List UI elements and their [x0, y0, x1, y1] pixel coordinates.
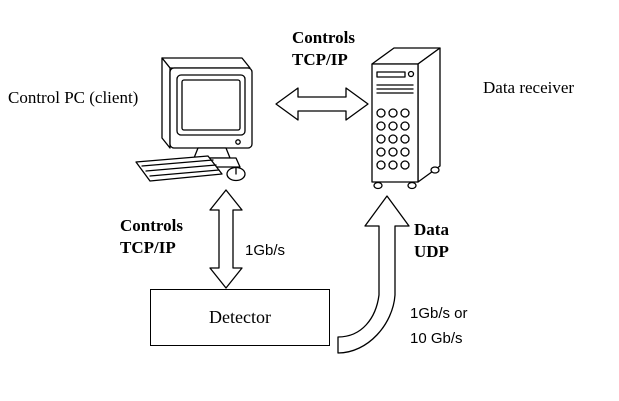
keyboard-row-line: [141, 159, 214, 167]
data-receiver-icon: [371, 47, 441, 190]
rate-line1-text: 1Gb/s or: [410, 305, 468, 322]
data-text: Data: [414, 220, 449, 239]
detector-label: Detector: [209, 307, 271, 327]
pc-detector-connection-label: Controls TCP/IP: [120, 215, 183, 259]
detector-receiver-connection-label: Data UDP: [414, 219, 449, 263]
pc-receiver-arrow-icon: [275, 87, 369, 121]
detector-receiver-rate-label: 1Gb/s or 10 Gb/s: [410, 301, 468, 351]
monitor-screen: [181, 79, 241, 131]
pc-detector-rate-label: 1Gb/s: [245, 242, 286, 259]
monitor-power-button: [235, 139, 241, 145]
tower-keypad: [376, 108, 410, 170]
tower-foot: [407, 181, 417, 190]
keyboard-row-line: [149, 169, 220, 177]
pc-detector-arrow-icon: [209, 189, 243, 289]
control-pc-label: Control PC (client): [8, 88, 139, 107]
controls-text: Controls: [292, 28, 355, 47]
rate-line2-text: 10 Gb/s: [410, 330, 463, 347]
udp-text: UDP: [414, 242, 449, 261]
tower-drive-slot: [376, 71, 406, 78]
tcpip-text: TCP/IP: [120, 238, 176, 257]
monitor-top-face: [161, 57, 251, 69]
tcpip-text: TCP/IP: [292, 50, 348, 69]
tower-side-face: [417, 47, 441, 183]
pc-receiver-connection-label: Controls TCP/IP: [292, 27, 355, 71]
data-receiver-label: Data receiver: [483, 78, 575, 97]
tower-foot: [373, 181, 383, 190]
monitor-left-face: [161, 57, 171, 149]
controls-text: Controls: [120, 216, 183, 235]
control-pc-icon: [135, 57, 253, 182]
tower-foot: [430, 166, 440, 174]
keyboard-row-line: [145, 164, 217, 172]
detector-receiver-arrow-icon: [337, 195, 410, 354]
detector-box: Detector: [150, 289, 330, 346]
tower-power-button: [407, 70, 415, 78]
